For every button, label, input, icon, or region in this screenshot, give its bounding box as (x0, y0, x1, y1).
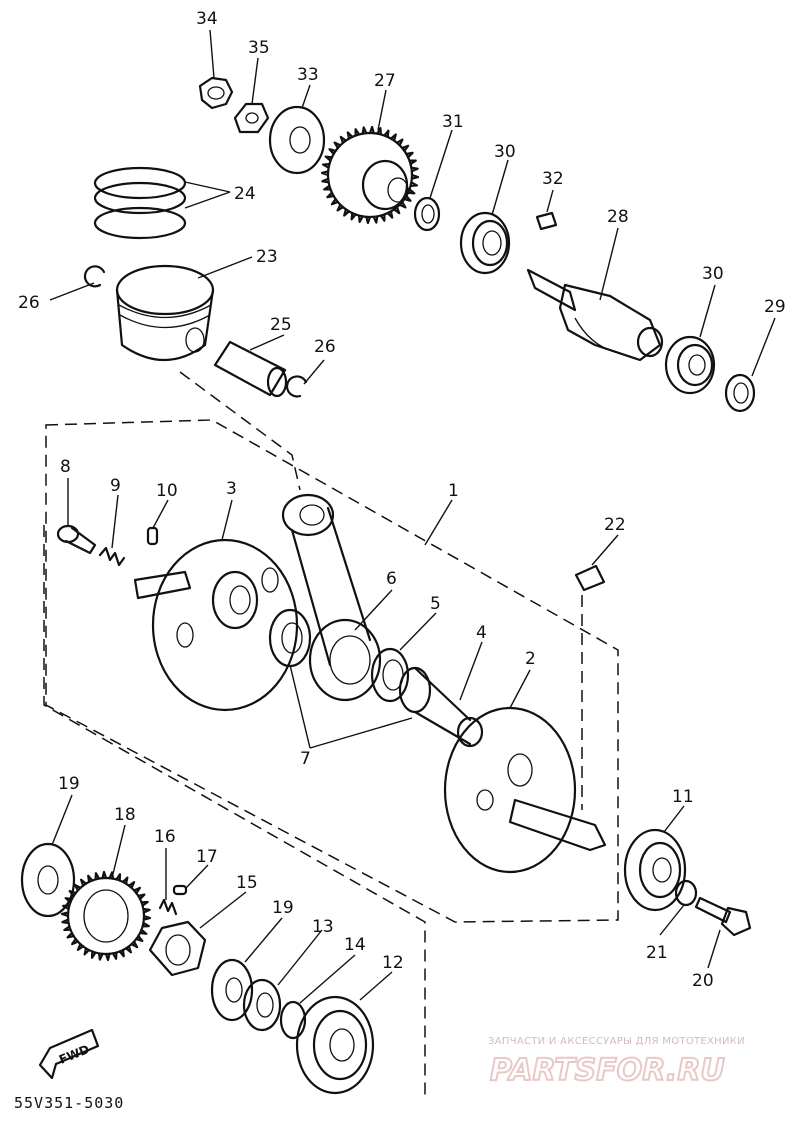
part-10-plunger (146, 526, 159, 546)
callout-1: 1 (448, 481, 459, 501)
part-8-pin (56, 524, 97, 555)
part-18-balancer-drive-gear (60, 870, 152, 962)
part-35-lock-washer (233, 102, 270, 134)
callout-3: 3 (226, 479, 237, 499)
callout-27: 27 (374, 71, 396, 91)
callout-6: 6 (386, 569, 397, 589)
callout-35: 35 (248, 38, 270, 58)
balancer-assembly-boundary (43, 525, 426, 1100)
callout-19-upper: 19 (58, 774, 80, 794)
gear18-teeth (60, 870, 152, 962)
callout-31: 31 (442, 112, 464, 132)
callout-30-right: 30 (702, 264, 724, 284)
part-29-shim (724, 373, 756, 413)
part-19-shim-right (210, 958, 254, 1022)
callout-25: 25 (270, 315, 292, 335)
part-7-thrust-washer (268, 608, 312, 668)
callout-10: 10 (156, 481, 178, 501)
part-19-shim-left (20, 842, 76, 918)
gear27-teeth (320, 125, 420, 225)
part-21-collar (674, 879, 698, 907)
callout-16: 16 (154, 827, 176, 847)
part-26-circlip-left (83, 265, 106, 288)
callout-20: 20 (692, 971, 714, 991)
callout-2: 2 (525, 649, 536, 669)
callout-12: 12 (382, 953, 404, 973)
part-30-bearing-right (664, 335, 716, 395)
callout-30-left: 30 (494, 142, 516, 162)
part-2-crank-right (443, 706, 607, 874)
part-32-key (535, 211, 558, 231)
part-31-shim (413, 196, 441, 232)
callout-17: 17 (196, 847, 218, 867)
diagram-code: 55V351-5030 (14, 1094, 124, 1112)
part-23-piston (115, 264, 215, 362)
callout-8: 8 (60, 457, 71, 477)
callout-34: 34 (196, 9, 218, 29)
callout-11: 11 (672, 787, 694, 807)
fwd-label: FWD (57, 1042, 91, 1067)
callout-28: 28 (607, 207, 629, 227)
watermark-caption: ЗАПЧАСТИ И АКСЕССУАРЫ ДЛЯ МОТОТЕХНИКИ (488, 1036, 745, 1047)
callout-5: 5 (430, 594, 441, 614)
part-34-nut (198, 76, 234, 110)
part-22-woodruff-key (574, 564, 606, 592)
part-25-piston-pin (213, 340, 288, 398)
callout-33: 33 (297, 65, 319, 85)
callout-22: 22 (604, 515, 626, 535)
part-27-drive-gear (320, 125, 420, 225)
crankshaft-assembly-boundary (45, 419, 619, 923)
part-15-buffer-boss (148, 920, 207, 977)
part-13-collar (242, 978, 282, 1032)
fwd-arrow-icon: FWD (38, 1028, 100, 1080)
callout-9: 9 (110, 476, 121, 496)
callout-24: 24 (234, 184, 256, 204)
callout-26-right: 26 (314, 337, 336, 357)
part-16-spring (158, 898, 178, 916)
leader-lines (49, 29, 776, 1004)
part-12-bearing (295, 995, 375, 1095)
part-9-spring (98, 546, 126, 567)
part-26-circlip-right (285, 375, 308, 398)
part-33-plate-washer (268, 105, 326, 175)
callout-4: 4 (476, 623, 487, 643)
callout-23: 23 (256, 247, 278, 267)
part-17-pin (172, 884, 188, 896)
watermark-logo: PARTSFOR.RU (490, 1053, 725, 1088)
part-28-balancer-shaft (526, 268, 664, 362)
part-20-bolt (694, 896, 752, 937)
part-14-shim (279, 1000, 307, 1040)
callout-labels: 34 35 33 27 31 30 32 28 30 29 24 23 26 2… (18, 9, 786, 991)
callout-29: 29 (764, 297, 786, 317)
callout-18: 18 (114, 805, 136, 825)
callout-19-lower: 19 (272, 898, 294, 918)
callout-14: 14 (344, 935, 366, 955)
callout-32: 32 (542, 169, 564, 189)
callout-13: 13 (312, 917, 334, 937)
callout-7: 7 (300, 749, 311, 769)
piston-link-line (179, 371, 301, 491)
part-24-piston-rings (93, 166, 187, 240)
part-4-crank-pin (398, 666, 484, 748)
part-11-bearing (623, 828, 687, 912)
part-6-connecting-rod (281, 493, 382, 702)
callout-15: 15 (236, 873, 258, 893)
callout-26-left: 26 (18, 293, 40, 313)
callout-21: 21 (646, 943, 668, 963)
part-30-bearing-left (459, 211, 511, 275)
